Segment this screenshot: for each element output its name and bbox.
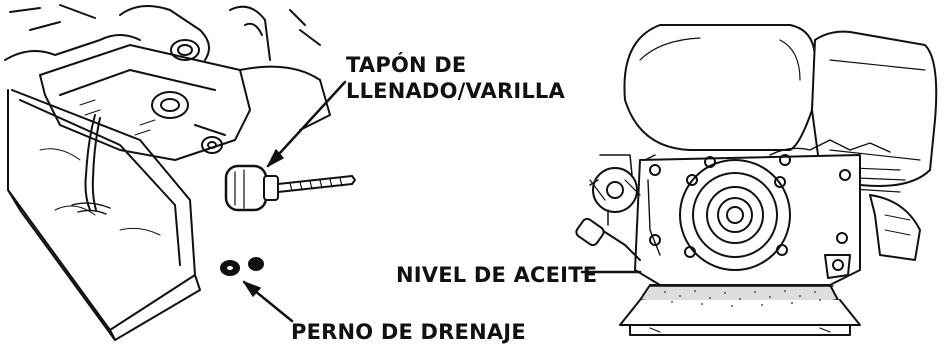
- engine-block-left: [4, 4, 331, 161]
- fill-cap-dipstick: [224, 164, 356, 212]
- oil-stream: [71, 114, 111, 215]
- drain-bolt: [220, 257, 264, 276]
- drain-bolt-arrow: [242, 280, 294, 323]
- fill-cap-label-line1: TAPÓN DE: [346, 53, 467, 77]
- fill-cap-label-line2: LLENADO/VARILLA: [346, 79, 565, 103]
- oil-level-label: NIVEL DE ACEITE: [396, 263, 598, 287]
- drain-bolt-label: PERNO DE DRENAJE: [291, 320, 526, 344]
- fill-cap-label: TAPÓN DE LLENADO/VARILLA: [346, 52, 565, 104]
- engine-side-view: [575, 24, 938, 336]
- fill-cap-arrow: [266, 80, 347, 168]
- oil-level-stipple: [664, 290, 821, 307]
- drain-pan: [7, 89, 201, 341]
